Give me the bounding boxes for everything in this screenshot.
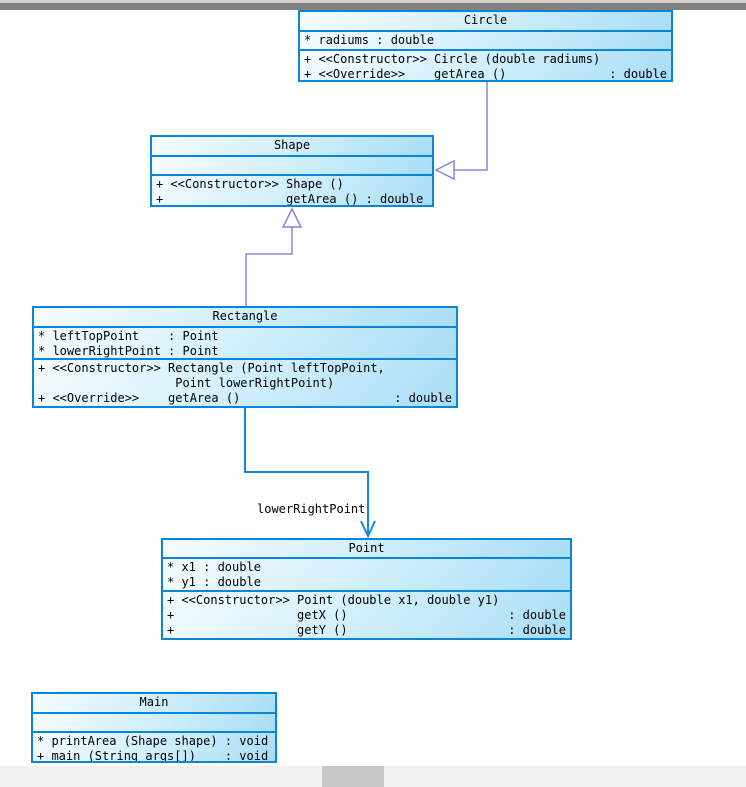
inheritance-line-circle[interactable] — [454, 82, 488, 171]
class-attributes — [33, 712, 275, 731]
class-attributes: * x1 : double * y1 : double — [163, 557, 570, 590]
class-box-point[interactable]: Point * x1 : double * y1 : double + <<Co… — [161, 538, 572, 640]
class-methods: + <<Constructor>> Shape () + getArea () … — [152, 174, 432, 205]
class-title: Shape — [152, 137, 432, 155]
class-methods: + <<Constructor>> Rectangle (Point leftT… — [34, 358, 456, 406]
association-line[interactable] — [244, 408, 369, 535]
class-title: Rectangle — [34, 308, 456, 326]
inheritance-edge-rectangle-to-shape[interactable] — [245, 207, 303, 306]
toolbar-bottom-edge — [0, 3, 746, 10]
attribute-line: * lowerRightPoint : Point — [38, 344, 219, 358]
method-line: + <<Constructor>> Rectangle (Point leftT… — [38, 361, 385, 375]
method-signature: + <<Override>> getArea () — [304, 67, 507, 80]
attribute-line: * y1 : double — [167, 575, 261, 589]
class-attributes — [152, 155, 432, 174]
method-line: + <<Override>> getArea () : double — [34, 391, 456, 406]
method-line: + getArea () : double — [156, 192, 424, 205]
method-return-type: : double — [394, 391, 452, 405]
method-return-type: : double — [609, 67, 667, 80]
attribute-line: * leftTopPoint : Point — [38, 329, 219, 343]
class-methods: + <<Constructor>> Circle (double radiums… — [300, 49, 671, 80]
method-line: + <<Constructor>> Shape () — [156, 177, 344, 191]
class-methods: + <<Constructor>> Point (double x1, doub… — [163, 590, 570, 638]
open-arrowhead-icon — [360, 520, 376, 539]
class-methods: * printArea (Shape shape) : void + main … — [33, 731, 275, 761]
class-title: Point — [163, 540, 570, 557]
method-signature: + getY () — [167, 623, 348, 637]
class-box-circle[interactable]: Circle * radiums : double + <<Constructo… — [298, 10, 673, 82]
method-line: * printArea (Shape shape) : void — [37, 734, 269, 748]
method-return-type: : double — [508, 623, 566, 637]
method-line: + <<Constructor>> Point (double x1, doub… — [167, 593, 500, 607]
method-signature: + <<Override>> getArea () — [38, 391, 241, 405]
method-line: + main (String args[]) : void — [37, 749, 269, 761]
class-title: Main — [33, 694, 275, 712]
method-line: Point lowerRightPoint) — [38, 376, 335, 390]
horizontal-scrollbar-thumb[interactable] — [322, 766, 384, 787]
method-line: + <<Override>> getArea () : double — [300, 67, 671, 80]
attribute-line: * radiums : double — [304, 33, 435, 47]
association-label[interactable]: lowerRightPoint — [257, 502, 366, 516]
method-line: + getX () : double — [163, 608, 570, 623]
class-attributes: * leftTopPoint : Point * lowerRightPoint… — [34, 326, 456, 358]
inheritance-triangle-icon — [434, 159, 455, 181]
attribute-line: * x1 : double — [167, 560, 261, 574]
method-line: + getY () : double — [163, 623, 570, 638]
method-return-type: : double — [508, 608, 566, 622]
toolbar-bottom-edge-highlight — [0, 0, 746, 3]
inheritance-line-rectangle[interactable] — [245, 227, 293, 306]
method-signature: + getX () — [167, 608, 348, 622]
inheritance-edge-circle-to-shape[interactable] — [434, 82, 488, 181]
class-box-main[interactable]: Main * printArea (Shape shape) : void + … — [31, 692, 277, 763]
class-box-shape[interactable]: Shape + <<Constructor>> Shape () + getAr… — [150, 135, 434, 207]
method-line: + <<Constructor>> Circle (double radiums… — [304, 52, 601, 66]
association-edge-rectangle-to-point[interactable] — [244, 408, 376, 539]
inheritance-triangle-icon — [281, 207, 303, 228]
class-attributes: * radiums : double — [300, 30, 671, 49]
class-box-rectangle[interactable]: Rectangle * leftTopPoint : Point * lower… — [32, 306, 458, 408]
class-title: Circle — [300, 12, 671, 30]
